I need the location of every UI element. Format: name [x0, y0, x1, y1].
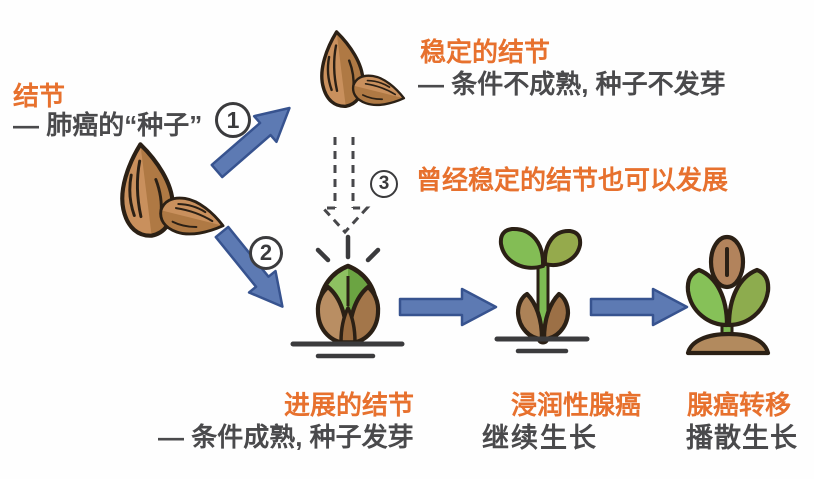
dashed-arrow-down-icon — [319, 137, 371, 235]
step-3-badge: 3 — [370, 170, 398, 198]
intro-subtitle: — 肺癌的“种子” — [13, 110, 203, 140]
seedling-icon — [494, 226, 590, 354]
sprouting-seed-icon — [290, 234, 405, 359]
progressive-subtitle: — 条件成熟, 种子发芽 — [158, 422, 414, 452]
step-3-note: 曾经稳定的结节也可以发展 — [416, 165, 729, 195]
stable-subtitle: — 条件不成熟, 种子不发芽 — [418, 69, 726, 99]
mature-plant-icon — [685, 234, 771, 356]
metastasis-title: 腺癌转移 — [687, 390, 792, 420]
invasive-title: 浸润性腺癌 — [511, 390, 642, 420]
invasive-subtitle: 继续生长 — [482, 423, 598, 453]
arrow-up-right-icon — [204, 93, 302, 186]
arrow-right-icon — [589, 287, 689, 327]
step-3-number: 3 — [378, 173, 390, 194]
arrow-right-icon — [398, 287, 498, 327]
arrow-down-right-icon — [207, 220, 297, 319]
step-2-number: 2 — [259, 240, 273, 265]
progressive-title: 进展的结节 — [284, 390, 415, 420]
step-1-number: 1 — [226, 106, 240, 133]
step-1-badge: 1 — [215, 102, 251, 138]
stable-title: 稳定的结节 — [420, 37, 551, 67]
metastasis-subtitle: 播散生长 — [686, 423, 798, 453]
intro-title: 结节 — [13, 81, 66, 111]
step-2-badge: 2 — [249, 236, 283, 270]
stable-seed-pair-icon — [314, 27, 409, 114]
